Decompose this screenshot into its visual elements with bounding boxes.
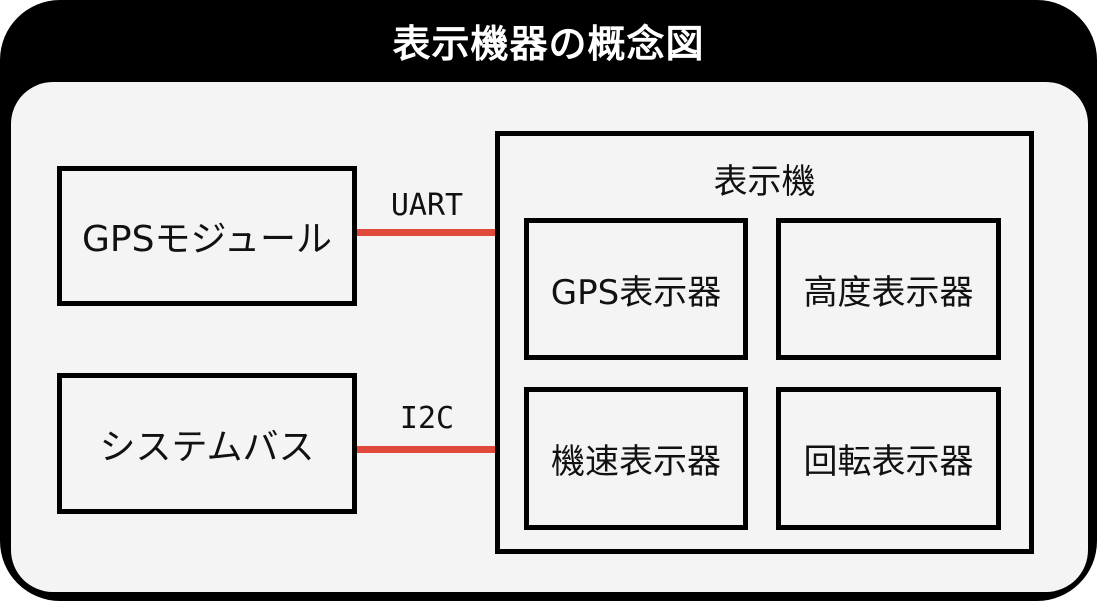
uart-label: UART [390,188,464,223]
uart-connector [357,229,497,236]
altitude-display-label: 高度表示器 [803,272,974,313]
airspeed-display-label: 機速表示器 [551,442,721,482]
rotation-display-label: 回転表示器 [803,442,974,482]
i2c-label: I2C [399,401,455,436]
system-bus-label: システムバス [99,426,315,468]
i2c-connector [357,446,497,453]
rotation-display-box: 回転表示器 [776,387,1001,530]
airspeed-display-box: 機速表示器 [524,387,748,530]
gps-display-label: GPS表示器 [550,272,722,313]
gps-module-box: GPSモジュール [57,166,357,306]
system-bus-box: システムバス [57,373,357,514]
gps-display-box: GPS表示器 [524,218,748,360]
gps-module-label: GPSモジュール [82,219,332,260]
altitude-display-box: 高度表示器 [776,218,1001,360]
diagram-title: 表示機器の概念図 [392,22,705,66]
display-group-label: 表示機 [713,162,816,202]
